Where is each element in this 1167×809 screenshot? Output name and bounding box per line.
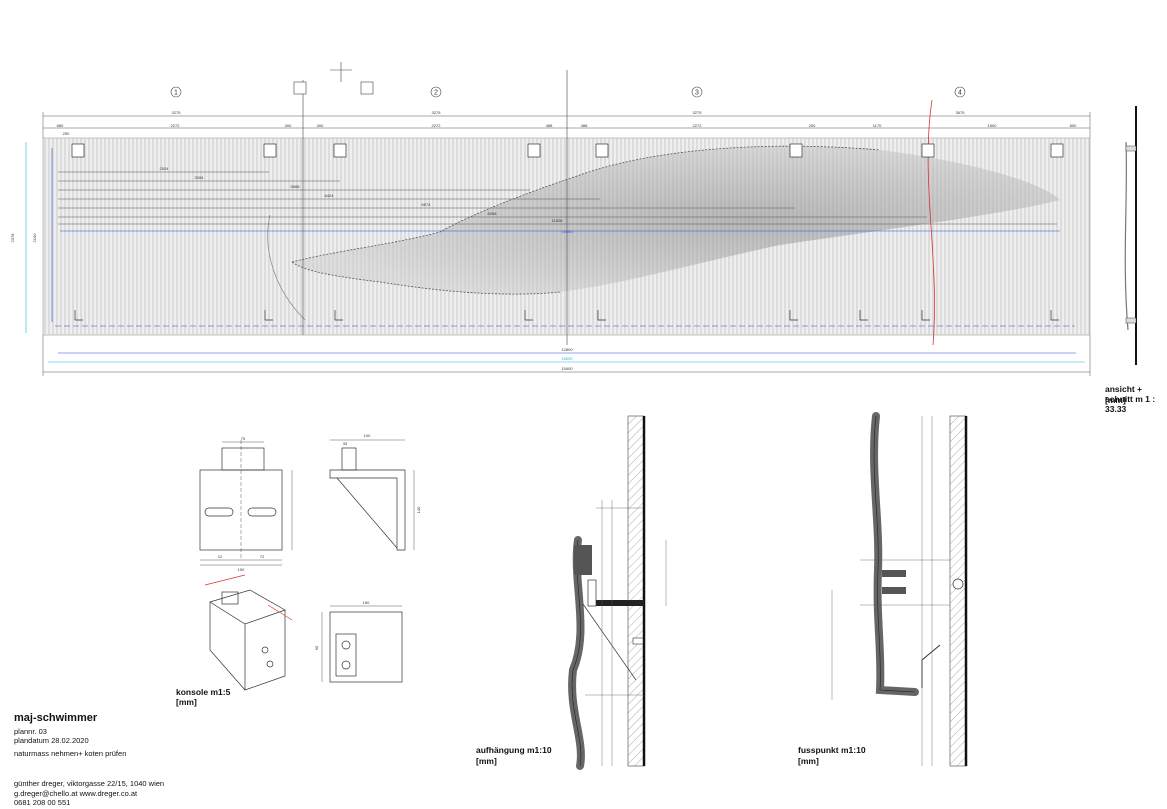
fish-outline: [291, 145, 881, 263]
side-dim-top: 100: [364, 433, 371, 438]
bottom-brackets: [74, 310, 1059, 321]
suspension-detail: [568, 415, 667, 770]
suspension-caption: aufhängung m1:10: [476, 745, 552, 755]
dim-seg-4: 2272: [432, 123, 442, 128]
foot-detail: [831, 412, 968, 767]
dim-height-inner: 2100: [32, 233, 37, 243]
dim-stack-0: 2524: [160, 166, 170, 171]
side-section: [1124, 106, 1137, 365]
console-dim-half-l: 12: [218, 554, 223, 559]
dim-stack-4: 6574: [422, 202, 432, 207]
dim-stack-6: 11528: [552, 218, 564, 223]
elevation-drawing: 1 2 3 4 3275 3275 3275 3675 680 2272 400…: [10, 62, 1137, 376]
console-side-view: [329, 439, 415, 551]
author-contact: g.dreger@chello.at www.dreger.co.at: [14, 789, 138, 798]
fish-belly: [291, 261, 561, 295]
dim-seg-8: 200: [809, 123, 816, 128]
axis-label-3: 3: [695, 90, 699, 97]
dim-bottom-inner: 12800: [561, 347, 573, 352]
bottom-dim-chains: [42, 335, 1091, 376]
dim-seg-3: 400: [317, 123, 324, 128]
dim-left-offset: 250: [63, 131, 70, 136]
dim-seg-2: 400: [285, 123, 292, 128]
tail-curve: [267, 214, 306, 321]
console-dim-width-top: 75: [241, 436, 246, 441]
dim-stack-5: 8268: [488, 211, 498, 216]
foot-unit: [mm]: [798, 756, 819, 766]
dim-seg-7: 2272: [693, 123, 703, 128]
dim-stack-1: 3284: [195, 175, 205, 180]
dim-stack-2: 5588: [291, 184, 301, 189]
dim-axis-2: 3275: [432, 110, 442, 115]
project-title: maj-schwimmer: [14, 712, 98, 724]
plan-dim-width: 160: [363, 600, 370, 605]
console-iso-view: [204, 574, 293, 691]
dim-bottom-mid: 15000: [561, 356, 573, 361]
plan-date: plandatum 28.02.2020: [14, 736, 89, 745]
side-dim-sub: 33: [343, 441, 348, 446]
axis-markers: [170, 86, 966, 98]
top-detail-brackets: [293, 62, 374, 95]
dim-seg-9: 1170: [873, 123, 882, 128]
dim-axis-4: 3675: [956, 110, 966, 115]
red-centerline: [927, 99, 935, 346]
dim-seg-6: 488: [581, 123, 588, 128]
author-address: günther dreger, viktorgasse 22/15, 1040 …: [14, 779, 165, 788]
top-brackets: [71, 143, 1064, 158]
dim-bottom-outer: 15400: [561, 366, 573, 371]
dim-stack-3: 6424: [325, 193, 335, 198]
dim-seg-10: 1500: [988, 123, 998, 128]
console-dim-half-r: 72: [260, 554, 265, 559]
console-front-view: [199, 440, 293, 566]
console-caption: konsole m1:5: [176, 687, 231, 697]
axis-label-1: 1: [174, 90, 178, 97]
dim-seg-11: 800: [1070, 123, 1077, 128]
dim-seg-1: 2272: [171, 123, 181, 128]
side-dim-height: 140: [416, 506, 421, 513]
foot-caption: fusspunkt m1:10: [798, 745, 866, 755]
console-unit: [mm]: [176, 697, 197, 707]
elevation-unit: [mm]: [1105, 395, 1126, 405]
project-note: naturmass nehmen+ koten prüfen: [14, 749, 127, 758]
dim-seg-5: 488: [546, 123, 553, 128]
plan-dim-height: 90: [314, 645, 319, 650]
axis-label-4: 4: [958, 90, 962, 97]
elevation-caption: ansicht + schnitt m 1 : 33.33: [1105, 384, 1156, 414]
dim-stack-7: 15400: [561, 229, 573, 234]
fish-relief: [292, 146, 1060, 295]
axis-label-2: 2: [434, 90, 438, 97]
suspension-unit: [mm]: [476, 756, 497, 766]
stacked-dim-lines: [58, 171, 1057, 225]
dim-axis-3: 3275: [693, 110, 703, 115]
dim-height-outer: 2378: [10, 233, 15, 243]
dim-seg-0: 680: [57, 123, 64, 128]
top-dim-chains: [42, 112, 1091, 138]
console-plan-view: [321, 605, 403, 683]
author-phone: 0681 208 00 551: [14, 798, 71, 807]
plan-number: plannr. 03: [14, 727, 47, 736]
dim-axis-1: 3275: [172, 110, 182, 115]
console-dim-total: 150: [238, 567, 245, 572]
